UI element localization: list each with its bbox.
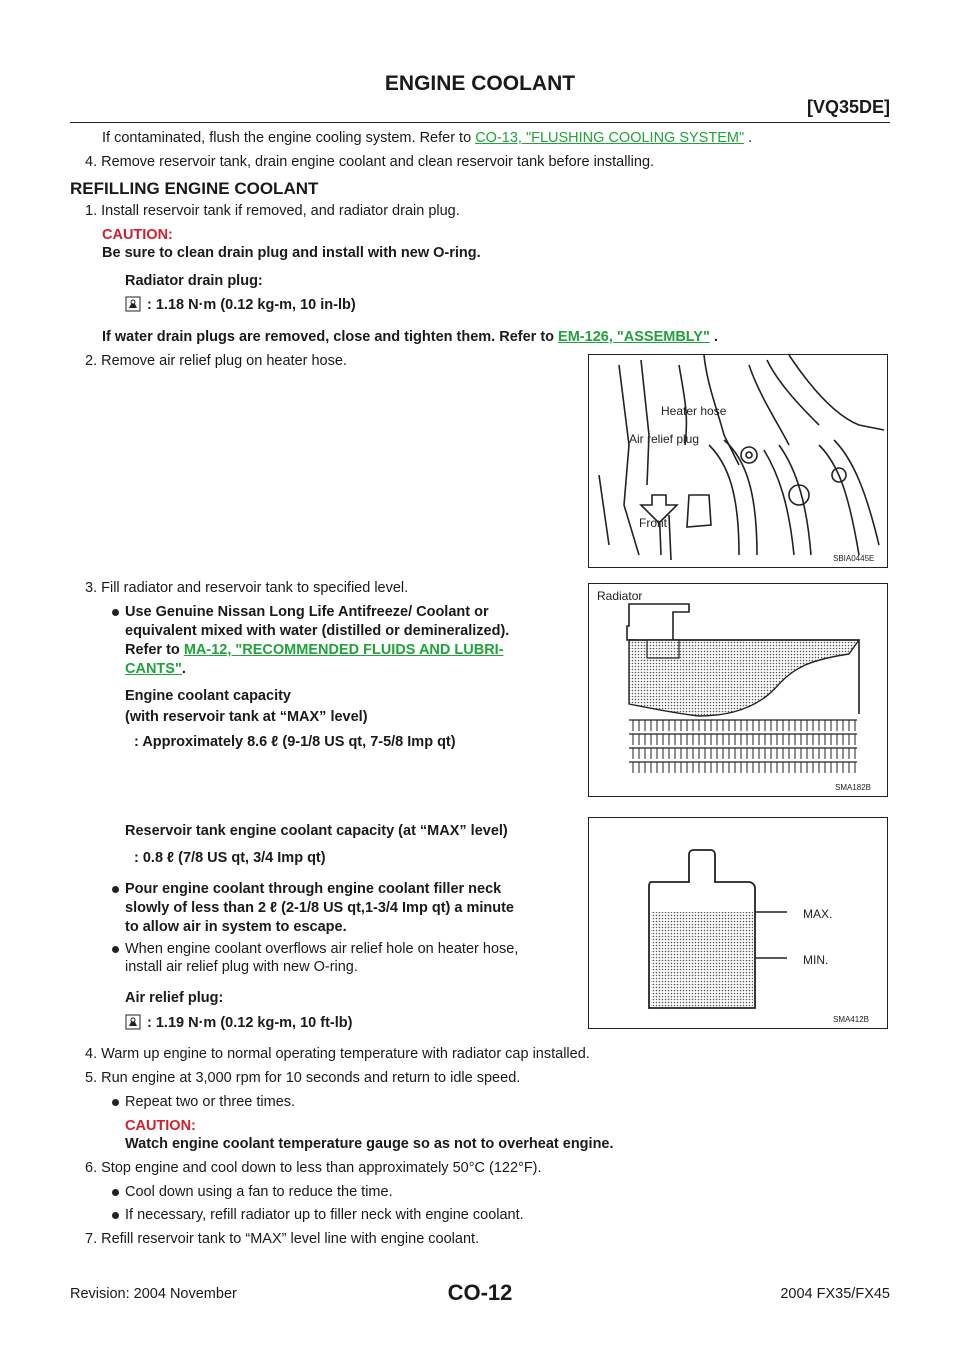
fluids-link-cont[interactable]: CANTS" xyxy=(125,661,182,677)
bullet-pour-coolant: Pour engine coolant through engine coola… xyxy=(112,880,501,898)
air-relief-plug-spec-value: : 1.19 N·m (0.12 kg-m, 10 ft-lb) xyxy=(125,1014,352,1032)
bullet-genuine-coolant: Use Genuine Nissan Long Life Antifreeze/… xyxy=(112,603,489,621)
bullet-cool-fan: Cool down using a fan to reduce the time… xyxy=(112,1183,393,1201)
reservoir-capacity-value: : 0.8 ℓ (7/8 US qt, 3/4 Imp qt) xyxy=(134,850,326,866)
caution-text: Be sure to clean drain plug and install … xyxy=(102,245,481,261)
heater-hose-figure: Heater hose Air relief plug Front SBIA04… xyxy=(588,354,888,568)
max-label: MAX. xyxy=(803,907,832,921)
contaminated-paragraph: If contaminated, flush the engine coolin… xyxy=(102,130,753,146)
caution-label: CAUTION: xyxy=(102,227,173,243)
bullet-genuine-coolant-line3: Refer to MA-12, "RECOMMENDED FLUIDS AND … xyxy=(125,642,504,658)
coolant-capacity-label-2: (with reservoir tank at “MAX” level) xyxy=(125,709,368,725)
radiator-figure: /* fins drawn below */ Radiator SMA182B xyxy=(588,583,888,797)
bullet-genuine-coolant-line4: CANTS". xyxy=(125,661,186,677)
heater-hose-drawing: Heater hose Air relief plug Front SBIA04… xyxy=(598,355,885,563)
coolant-capacity-value: : Approximately 8.6 ℓ (9-1/8 US qt, 7-5/… xyxy=(134,734,456,750)
min-label: MIN. xyxy=(803,953,828,967)
assembly-link[interactable]: EM-126, "ASSEMBLY" xyxy=(558,329,710,345)
torque-wrench-icon xyxy=(125,296,141,312)
bullet-overflow-line2: install air relief plug with new O-ring. xyxy=(125,959,358,975)
revision: Revision: 2004 November xyxy=(70,1286,237,1302)
reservoir-tank-drawing: MAX. MIN. SMA412B xyxy=(648,849,869,1024)
figure-code: SMA182B xyxy=(835,783,871,792)
caution-label-2: CAUTION: xyxy=(125,1118,196,1134)
radiator-label: Radiator xyxy=(597,589,642,603)
bullet-genuine-coolant-line2: equivalent mixed with water (distilled o… xyxy=(125,623,510,639)
step-2: 2. Remove air relief plug on heater hose… xyxy=(85,353,347,369)
bullet-refill-radiator: If necessary, refill radiator up to fill… xyxy=(112,1206,524,1224)
bullet-repeat: Repeat two or three times. xyxy=(112,1093,295,1111)
torque-wrench-icon xyxy=(125,1014,141,1030)
coolant-capacity-label: Engine coolant capacity xyxy=(125,688,291,704)
fluids-link[interactable]: MA-12, "RECOMMENDED FLUIDS AND LUBRI- xyxy=(183,642,504,658)
radiator-drawing: /* fins drawn below */ Radiator SMA182B xyxy=(597,589,871,792)
page-title: ENGINE COOLANT xyxy=(384,72,576,95)
drain-plug-spec-value: : 1.18 N·m (0.12 kg-m, 10 in-lb) xyxy=(125,296,356,314)
header-rule xyxy=(70,122,890,123)
air-relief-plug-spec-label: Air relief plug: xyxy=(125,990,224,1006)
water-drain-paragraph: If water drain plugs are removed, close … xyxy=(102,329,718,345)
step-7: 7. Refill reservoir tank to “MAX” level … xyxy=(85,1231,480,1247)
bullet-pour-coolant-line2: slowly of less than 2 ℓ (2-1/8 US qt,1-3… xyxy=(125,900,515,916)
step-6: 6. Stop engine and cool down to less tha… xyxy=(85,1160,542,1176)
vehicle-model: 2004 FX35/FX45 xyxy=(780,1286,890,1302)
page-number: CO-12 xyxy=(447,1280,513,1305)
section-heading: REFILLING ENGINE COOLANT xyxy=(70,179,319,198)
step-5: 5. Run engine at 3,000 rpm for 10 second… xyxy=(85,1070,521,1086)
figure-code: SBIA0445E xyxy=(833,554,874,563)
bullet-pour-coolant-line3: to allow air in system to escape. xyxy=(125,919,347,935)
heater-hose-label: Heater hose xyxy=(661,404,727,418)
step-4-drain: 4. Remove reservoir tank, drain engine c… xyxy=(85,154,655,170)
step-3: 3. Fill radiator and reservoir tank to s… xyxy=(85,580,409,596)
reservoir-tank-figure: MAX. MIN. SMA412B xyxy=(588,817,888,1029)
caution-text-2: Watch engine coolant temperature gauge s… xyxy=(125,1136,614,1152)
step-4: 4. Warm up engine to normal operating te… xyxy=(85,1046,590,1062)
drain-plug-spec-label: Radiator drain plug: xyxy=(125,273,263,289)
air-relief-plug-label: Air relief plug xyxy=(629,432,699,446)
reservoir-capacity-label: Reservoir tank engine coolant capacity (… xyxy=(125,823,508,839)
bullet-overflow: When engine coolant overflows air relief… xyxy=(112,940,518,958)
figure-code: SMA412B xyxy=(833,1015,869,1024)
flushing-link[interactable]: CO-13, "FLUSHING COOLING SYSTEM" xyxy=(475,130,745,146)
engine-model: [VQ35DE] xyxy=(806,97,890,117)
step-1: 1. Install reservoir tank if removed, an… xyxy=(85,203,460,219)
front-label: Front xyxy=(639,516,668,530)
